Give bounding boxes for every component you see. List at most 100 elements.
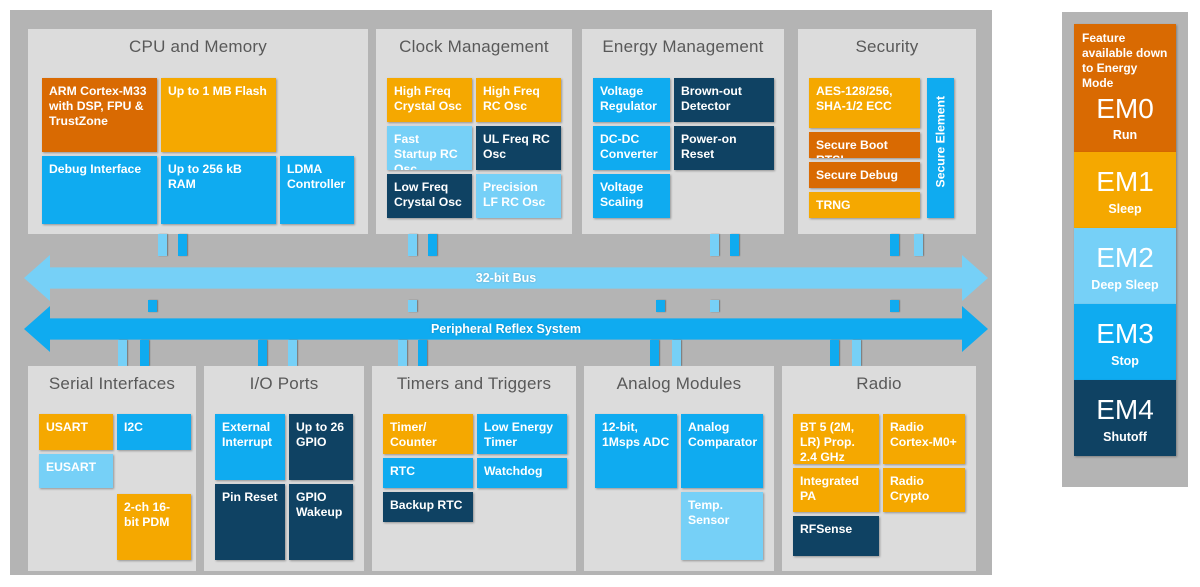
block-analog-comparator[interactable]: Analog Comparator xyxy=(681,414,763,488)
legend-mode-em0-code: EM0 xyxy=(1096,93,1154,124)
legend-mode-em0[interactable]: Feature available down to Energy Mode EM… xyxy=(1074,24,1176,152)
block-ram[interactable]: Up to 256 kB RAM xyxy=(161,156,276,224)
block-debug-interface[interactable]: Debug Interface xyxy=(42,156,157,224)
connector-stub xyxy=(408,234,417,256)
block-bt5[interactable]: BT 5 (2M, LR) Prop. 2.4 GHz xyxy=(793,414,879,464)
connector-stub xyxy=(140,340,149,366)
bus-32bit-label: 32-bit Bus xyxy=(475,271,537,285)
legend-mode-em2-code: EM2 xyxy=(1096,242,1154,273)
block-secure-debug[interactable]: Secure Debug xyxy=(809,162,920,188)
block-arm-cortex-m33[interactable]: ARM Cortex-M33 with DSP, FPU & TrustZone xyxy=(42,78,157,152)
block-gpio-wakeup[interactable]: GPIO Wakeup xyxy=(289,484,353,560)
connector-stub xyxy=(830,340,839,366)
block-pdm[interactable]: 2-ch 16-bit PDM xyxy=(117,494,191,560)
connector-stub xyxy=(258,340,267,366)
block-secure-element-label: Secure Element xyxy=(933,95,948,188)
connector-stub xyxy=(158,234,167,256)
block-lf-crystal-osc[interactable]: Low Freq Crystal Osc xyxy=(387,174,472,218)
legend-mode-em1[interactable]: EM1 Sleep xyxy=(1074,152,1176,228)
connector-stub xyxy=(288,340,297,366)
block-low-energy-timer[interactable]: Low Energy Timer xyxy=(477,414,567,454)
group-title-clock-management: Clock Management xyxy=(399,37,549,56)
group-title-cpu-and-memory: CPU and Memory xyxy=(129,37,267,56)
legend-mode-em4[interactable]: EM4 Shutoff xyxy=(1074,380,1176,456)
connector-stub xyxy=(914,234,923,256)
soc-diagram-panel: CPU and Memory ARM Cortex-M33 with DSP, … xyxy=(10,10,992,575)
block-hf-rc-osc[interactable]: High Freq RC Osc xyxy=(476,78,561,122)
connector-stub xyxy=(118,340,127,366)
legend-mode-em4-code: EM4 xyxy=(1096,394,1154,425)
legend-mode-em2-name: Deep Sleep xyxy=(1091,278,1159,292)
bus-prs-label: Peripheral Reflex System xyxy=(430,322,582,336)
block-rtc[interactable]: RTC xyxy=(383,458,473,488)
legend-mode-em3-name: Stop xyxy=(1111,354,1139,368)
group-serial-interfaces: Serial Interfaces USART I2C EUSART 2-ch … xyxy=(28,366,196,571)
block-dcdc-converter[interactable]: DC-DC Converter xyxy=(593,126,670,170)
block-eusart[interactable]: EUSART xyxy=(39,454,113,488)
block-secure-element[interactable]: Secure Element xyxy=(927,78,954,218)
bus-peripheral-reflex-system: Peripheral Reflex System xyxy=(24,306,988,352)
connector-stub xyxy=(890,234,899,256)
group-title-io-ports: I/O Ports xyxy=(249,374,319,393)
group-radio: Radio BT 5 (2M, LR) Prop. 2.4 GHz Radio … xyxy=(782,366,976,571)
connector-stub xyxy=(852,340,861,366)
block-voltage-regulator[interactable]: Voltage Regulator xyxy=(593,78,670,122)
block-pin-reset[interactable]: Pin Reset xyxy=(215,484,285,560)
group-title-energy-management: Energy Management xyxy=(602,37,764,56)
connector-stub xyxy=(178,234,187,256)
block-hf-crystal-osc[interactable]: High Freq Crystal Osc xyxy=(387,78,472,122)
block-usart[interactable]: USART xyxy=(39,414,113,450)
block-ldma-controller[interactable]: LDMA Controller xyxy=(280,156,354,224)
block-flash[interactable]: Up to 1 MB Flash xyxy=(161,78,276,152)
group-energy-management: Energy Management Voltage Regulator Brow… xyxy=(582,29,784,234)
legend-mode-em1-name: Sleep xyxy=(1108,202,1142,216)
group-io-ports: I/O Ports External Interrupt Up to 26 GP… xyxy=(204,366,364,571)
block-external-interrupt[interactable]: External Interrupt xyxy=(215,414,285,480)
block-gpio[interactable]: Up to 26 GPIO xyxy=(289,414,353,480)
group-clock-management: Clock Management High Freq Crystal Osc H… xyxy=(376,29,572,234)
bus-32bit: 32-bit Bus xyxy=(24,255,988,301)
block-precision-lf-rc-osc[interactable]: Precision LF RC Osc xyxy=(476,174,561,218)
group-timers-and-triggers: Timers and Triggers Timer/ Counter Low E… xyxy=(372,366,576,571)
group-title-timers-and-triggers: Timers and Triggers xyxy=(396,374,552,393)
block-ul-freq-rc-osc[interactable]: UL Freq RC Osc xyxy=(476,126,561,170)
connector-stub xyxy=(148,300,157,312)
connector-stub xyxy=(418,340,427,366)
group-cpu-and-memory: CPU and Memory ARM Cortex-M33 with DSP, … xyxy=(28,29,368,234)
block-power-on-reset[interactable]: Power-on Reset xyxy=(674,126,774,170)
connector-stub xyxy=(672,340,681,366)
block-backup-rtc[interactable]: Backup RTC xyxy=(383,492,473,522)
connector-stub xyxy=(398,340,407,366)
block-secure-boot-rtsl[interactable]: Secure Boot RTSL xyxy=(809,132,920,158)
legend-caption: Feature available down to Energy Mode xyxy=(1082,31,1168,90)
block-watchdog[interactable]: Watchdog xyxy=(477,458,567,488)
group-title-analog-modules: Analog Modules xyxy=(616,374,742,393)
block-integrated-pa[interactable]: Integrated PA xyxy=(793,468,879,512)
block-timer-counter[interactable]: Timer/ Counter xyxy=(383,414,473,454)
energy-mode-legend: Feature available down to Energy Mode EM… xyxy=(1062,12,1188,487)
block-fast-startup-rc-osc[interactable]: Fast Startup RC Osc xyxy=(387,126,472,170)
legend-mode-em3[interactable]: EM3 Stop xyxy=(1074,304,1176,380)
legend-mode-em0-name: Run xyxy=(1112,128,1138,142)
legend-mode-em2[interactable]: EM2 Deep Sleep xyxy=(1074,228,1176,304)
group-title-radio: Radio xyxy=(856,374,902,393)
connector-stub xyxy=(710,234,719,256)
connector-stub xyxy=(710,300,719,312)
block-rfsense[interactable]: RFSense xyxy=(793,516,879,556)
block-brown-out-detector[interactable]: Brown-out Detector xyxy=(674,78,774,122)
connector-stub xyxy=(656,300,665,312)
block-trng[interactable]: TRNG xyxy=(809,192,920,218)
block-i2c[interactable]: I2C xyxy=(117,414,191,450)
connector-stub xyxy=(890,300,899,312)
connector-stub xyxy=(408,300,417,312)
legend-mode-em3-code: EM3 xyxy=(1096,318,1154,349)
block-adc[interactable]: 12-bit, 1Msps ADC xyxy=(595,414,677,488)
block-radio-crypto[interactable]: Radio Crypto xyxy=(883,468,965,512)
block-aes-sha-ecc[interactable]: AES-128/256, SHA-1/2 ECC xyxy=(809,78,920,128)
block-temp-sensor[interactable]: Temp. Sensor xyxy=(681,492,763,560)
block-voltage-scaling[interactable]: Voltage Scaling xyxy=(593,174,670,218)
group-title-security: Security xyxy=(855,37,919,56)
group-security: Security AES-128/256, SHA-1/2 ECC Secure… xyxy=(798,29,976,234)
block-radio-cortex-m0plus[interactable]: Radio Cortex-M0+ xyxy=(883,414,965,464)
legend-mode-em4-name: Shutoff xyxy=(1103,430,1147,444)
